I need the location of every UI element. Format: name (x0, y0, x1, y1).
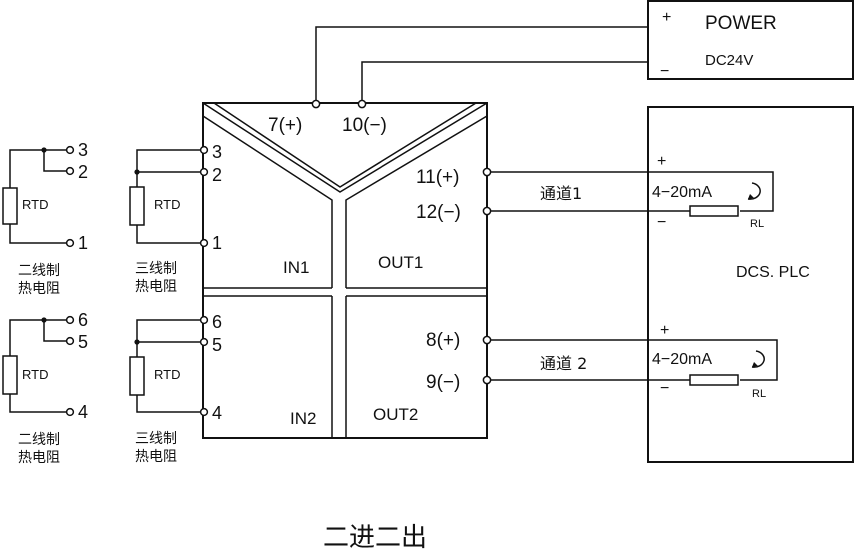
two-wire-rtd-label: 热电阻 (18, 281, 60, 297)
three-wire-label: 三线制 (135, 261, 177, 277)
two-wire-rtd-2: 6 5 4 RTD 二线制 热电阻 (2, 310, 88, 466)
in1-label: IN1 (283, 258, 309, 277)
two-wire-label: 二线制 (18, 263, 60, 279)
diagram-caption: 二进二出 (323, 523, 427, 552)
two-wire-label: 二线制 (18, 432, 60, 448)
in2-label: IN2 (290, 409, 316, 428)
output-channel-2: 通道 2 + − 4−20mA RL (482, 322, 778, 400)
rtd-label: RTD (154, 367, 180, 382)
out2-minus-sign: − (660, 380, 669, 397)
supply-positive-wire (315, 26, 648, 104)
in2-terminal-6: 6 (212, 312, 222, 332)
rtd2-terminal-4: 4 (78, 402, 88, 422)
dcs-plc: DCS. PLC (647, 106, 854, 463)
rtd2-terminal-6: 6 (78, 310, 88, 330)
out1-load-label: RL (750, 218, 764, 230)
supply-positive-terminal (311, 99, 321, 109)
power-minus-sign: − (660, 63, 669, 80)
rtd-label: RTD (154, 197, 180, 212)
power-label: POWER (705, 13, 777, 34)
rtd2-terminal-5: 5 (78, 332, 88, 352)
power-plus-sign: + (662, 9, 671, 26)
out1-negative-terminal-label: 12(−) (416, 202, 461, 223)
out2-label: OUT2 (373, 405, 418, 424)
isolator-module: 7(+) 10(−) IN1 OUT1 IN2 OUT2 3 2 1 6 5 4… (202, 102, 488, 439)
channel2-label: 通道 2 (540, 354, 587, 373)
three-wire-rtd-2: RTD 三线制 热电阻 (129, 315, 209, 465)
rtd-label: RTD (22, 197, 48, 212)
supply-negative-terminal (357, 99, 367, 109)
in1-terminal-2: 2 (212, 165, 222, 185)
three-wire-rtd-label: 热电阻 (135, 279, 177, 295)
three-wire-rtd-label: 热电阻 (135, 449, 177, 465)
out2-signal-label: 4−20mA (652, 351, 712, 368)
supply-negative-terminal-label: 10(−) (342, 115, 387, 136)
out1-signal-label: 4−20mA (652, 184, 712, 201)
supply-positive-terminal-label: 7(+) (268, 115, 302, 136)
current-loop-arrow-icon (747, 182, 761, 200)
out2-plus-sign: + (660, 322, 669, 339)
two-wire-rtd-label: 热电阻 (18, 450, 60, 466)
in2-terminal-5: 5 (212, 335, 222, 355)
out2-negative-terminal-label: 9(−) (426, 372, 460, 393)
three-wire-label: 三线制 (135, 431, 177, 447)
rtd1-terminal-3: 3 (78, 140, 88, 160)
out1-positive-terminal-label: 11(+) (416, 167, 459, 188)
channel1-label: 通道1 (540, 184, 582, 203)
power-supply: + POWER DC24V − (647, 0, 854, 80)
plc-label: DCS. PLC (736, 264, 810, 281)
power-voltage: DC24V (705, 52, 753, 69)
three-wire-rtd-1: RTD 三线制 热电阻 (129, 145, 209, 295)
current-loop-arrow-icon (751, 350, 765, 368)
supply-negative-wire (361, 61, 648, 104)
out1-label: OUT1 (378, 253, 423, 272)
rtd1-terminal-2: 2 (78, 162, 88, 182)
out1-plus-sign: + (657, 153, 666, 170)
in1-terminal-1: 1 (212, 233, 222, 253)
two-wire-rtd-1: 3 2 1 RTD 二线制 热电阻 (2, 140, 88, 297)
out2-load-label: RL (752, 388, 766, 400)
out1-minus-sign: − (657, 214, 666, 231)
out2-positive-terminal-label: 8(+) (426, 330, 460, 351)
rtd-label: RTD (22, 367, 48, 382)
output-channel-1: 通道1 + − 4−20mA RL (482, 153, 774, 231)
rtd1-terminal-1: 1 (78, 233, 88, 253)
in2-terminal-4: 4 (212, 403, 222, 423)
in1-terminal-3: 3 (212, 142, 222, 162)
